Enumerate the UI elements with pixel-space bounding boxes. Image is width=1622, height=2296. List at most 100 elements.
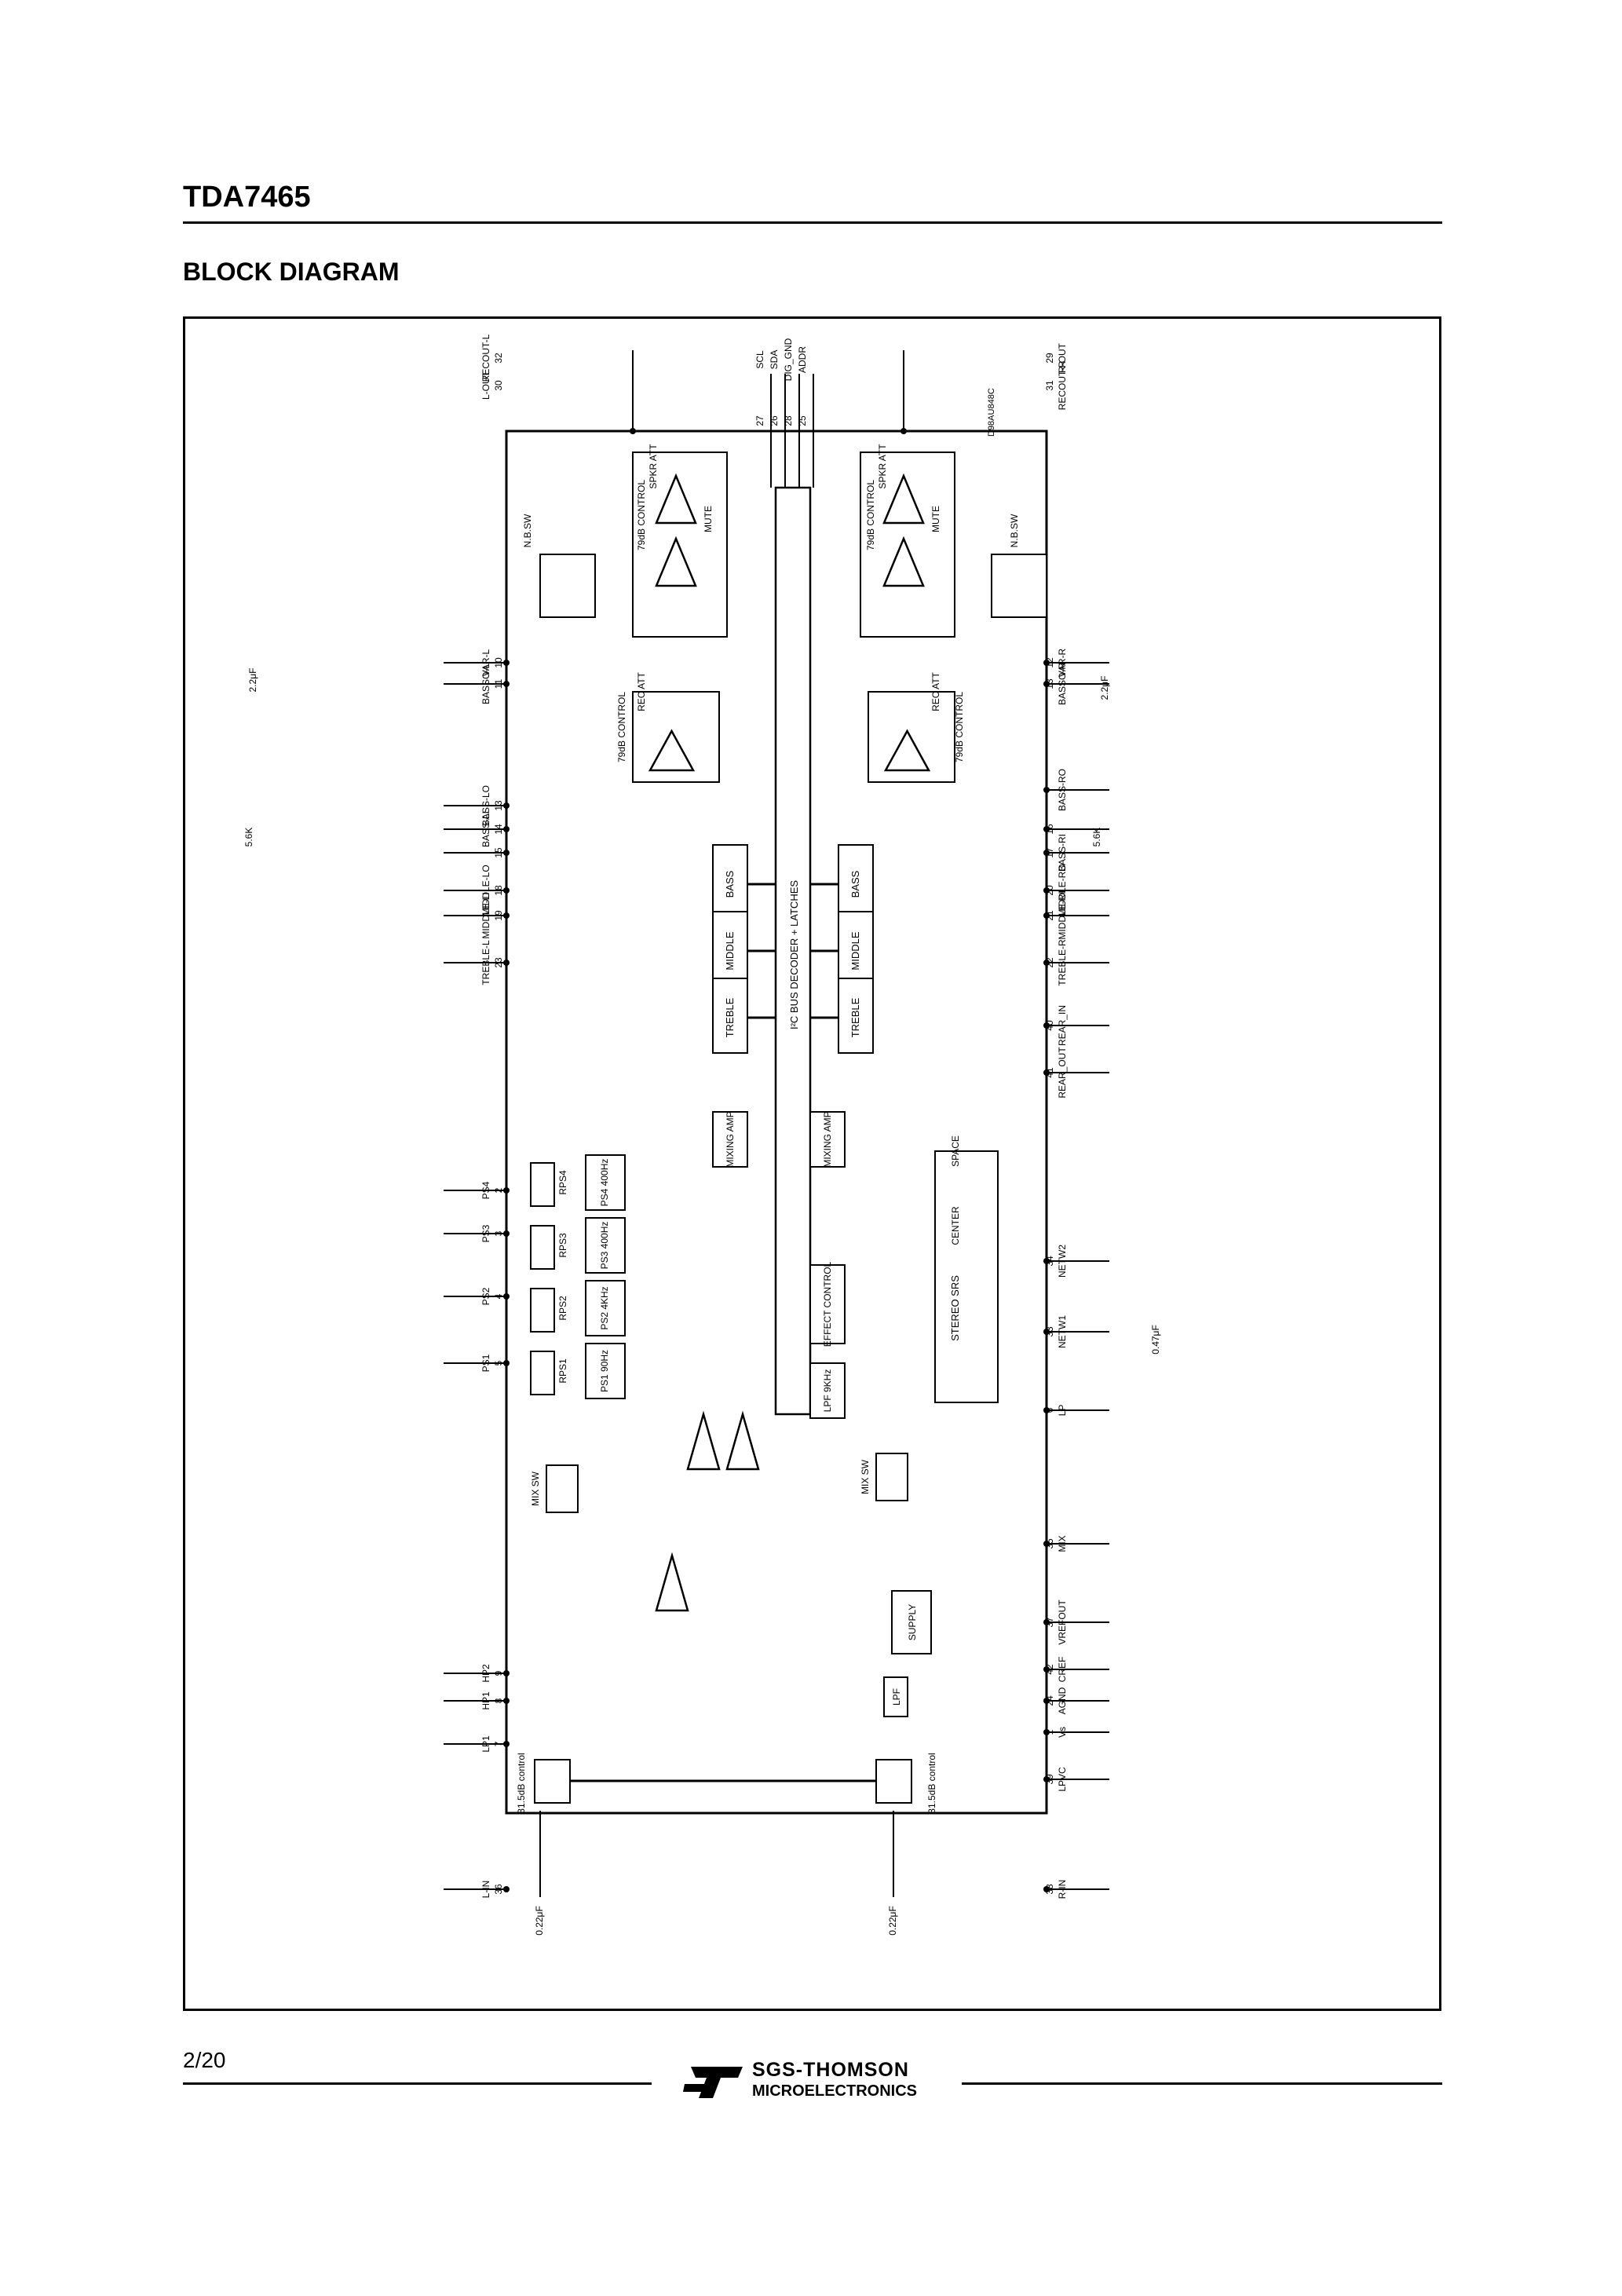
nbsw-label: N.B.SW xyxy=(1009,514,1020,547)
diagram-frame xyxy=(183,316,1441,2011)
junction xyxy=(1043,1329,1050,1335)
amplifier-icon xyxy=(725,1410,760,1471)
junction xyxy=(1043,1619,1050,1625)
supply-block xyxy=(891,1590,932,1654)
rec-att-label: REC ATT xyxy=(636,671,647,711)
bass-right-block xyxy=(838,844,874,920)
nbsw-label: N.B.SW xyxy=(522,514,533,547)
junction xyxy=(503,1670,510,1676)
left-pin-num: 32 xyxy=(493,353,504,364)
right-pin-num: 31 xyxy=(1044,380,1055,391)
junction xyxy=(1043,887,1050,894)
right-pin-label: NETW1 xyxy=(1057,1315,1068,1348)
bus-label: I²C BUS DECODER + LATCHES xyxy=(788,880,800,1029)
left-pin-num: 18 xyxy=(493,885,504,896)
right-pin-label: TREBLE-R xyxy=(1057,939,1068,986)
left-pin-label: BASS-LO xyxy=(480,785,491,826)
att-label: SPKR ATT xyxy=(877,444,888,489)
junction xyxy=(503,1698,510,1704)
amplifier-icon xyxy=(882,473,925,525)
left-pin-num: 23 xyxy=(493,957,504,968)
treble-right-block xyxy=(838,978,874,1054)
right-pin-label: R-IN xyxy=(1057,1880,1068,1899)
amplifier-icon xyxy=(655,473,697,525)
ps1-label: PS1 90Hz xyxy=(599,1350,610,1392)
left-pin-label: HP1 xyxy=(480,1691,491,1710)
right-pin-num: 39 xyxy=(1044,1774,1055,1785)
vol-right xyxy=(875,1759,912,1804)
junction xyxy=(1043,1541,1050,1547)
cap-label: 2.2μF xyxy=(247,668,258,693)
bus-pin-num: 26 xyxy=(769,415,780,426)
right-pin-num: 24 xyxy=(1044,1695,1055,1706)
left-pin-num: 10 xyxy=(493,657,504,668)
junction xyxy=(503,912,510,919)
right-pin-label: LP xyxy=(1057,1405,1068,1417)
brand-logo: SGS-THOMSON MICROELECTRONICS xyxy=(681,2059,948,2106)
left-pin-label: LP1 xyxy=(480,1735,491,1753)
amplifier-icon xyxy=(883,729,931,772)
junction xyxy=(1043,1407,1050,1413)
junction xyxy=(1043,960,1050,966)
junction xyxy=(503,826,510,832)
footer-rule-right xyxy=(962,2082,1442,2085)
bus-pin-name: ADDR xyxy=(797,346,808,373)
junction xyxy=(1043,1776,1050,1782)
right-pin-label: Vs xyxy=(1057,1727,1068,1738)
right-pin-label: CREF xyxy=(1057,1657,1068,1683)
page-number: 2/20 xyxy=(183,2048,226,2072)
amplifier-icon xyxy=(686,1410,721,1471)
right-pin-num: 35 xyxy=(1044,1538,1055,1549)
section-title: BLOCK DIAGRAM xyxy=(183,258,400,286)
effect-block xyxy=(809,1264,846,1344)
left-pin-label: MIDDLE-LI xyxy=(480,892,491,938)
left-pin-label: PS1 xyxy=(480,1354,491,1372)
junction xyxy=(503,660,510,666)
lpf-block xyxy=(883,1676,908,1717)
mixsw-right xyxy=(875,1453,908,1501)
junction xyxy=(503,1886,510,1892)
rps-block xyxy=(530,1162,555,1207)
amplifier-icon xyxy=(655,536,697,587)
rps-label: RPS4 xyxy=(557,1170,568,1195)
bus-pin-num: 25 xyxy=(797,415,808,426)
middle-left-label: MIDDLE xyxy=(724,931,736,970)
middle-left-block xyxy=(712,911,748,987)
res-label: 5.6K xyxy=(243,828,254,847)
rps-block xyxy=(530,1288,555,1333)
junction xyxy=(630,428,636,434)
block-diagram: I²C BUS DECODER + LATCHESSCL27SDA26DIG_G… xyxy=(243,334,1161,1936)
cap-label: 0.22μF xyxy=(887,1906,898,1936)
ps4-block xyxy=(585,1154,626,1211)
left-pin-label: HP2 xyxy=(480,1664,491,1683)
treble-right-label: TREBLE xyxy=(849,997,861,1037)
right-pin-label: R-OUT xyxy=(1057,342,1068,373)
right-pin-label: MIX xyxy=(1057,1535,1068,1552)
lpf9k-label: LPF 9KHz xyxy=(822,1369,833,1413)
vol-left xyxy=(534,1759,571,1804)
amplifier-icon xyxy=(882,536,925,587)
bus-pin-name: SDA xyxy=(769,350,780,370)
right-pin-label: VAR-R xyxy=(1057,648,1068,677)
right-pin-num: 21 xyxy=(1044,910,1055,921)
right-pin-label: BASS-RI xyxy=(1057,834,1068,872)
cap-label: 0.47μF xyxy=(1150,1325,1161,1355)
left-pin-label: MIDDLE-LO xyxy=(480,865,491,916)
junction xyxy=(503,803,510,809)
rec-att-label: REC ATT xyxy=(930,671,941,711)
ps1-block xyxy=(585,1343,626,1399)
mixing-amp-left xyxy=(712,1111,748,1168)
right-pin-num: 29 xyxy=(1044,353,1055,364)
brand-subtitle: MICROELECTRONICS xyxy=(752,2082,917,2100)
left-pin-num: 15 xyxy=(493,847,504,858)
left-pin-num: 5 xyxy=(493,1360,504,1366)
junction xyxy=(1043,1666,1050,1673)
control-label: 79dB CONTROL xyxy=(636,480,647,550)
junction xyxy=(1043,787,1050,793)
res-label: 5.6K xyxy=(1091,828,1102,847)
right-pin-num: 34 xyxy=(1044,1256,1055,1267)
right-pin-label: MIDDLE-RI xyxy=(1057,891,1068,939)
diagram-code: D98AU848C xyxy=(987,388,996,437)
left-pin-label: VAR-L xyxy=(480,649,491,676)
junction xyxy=(901,428,907,434)
